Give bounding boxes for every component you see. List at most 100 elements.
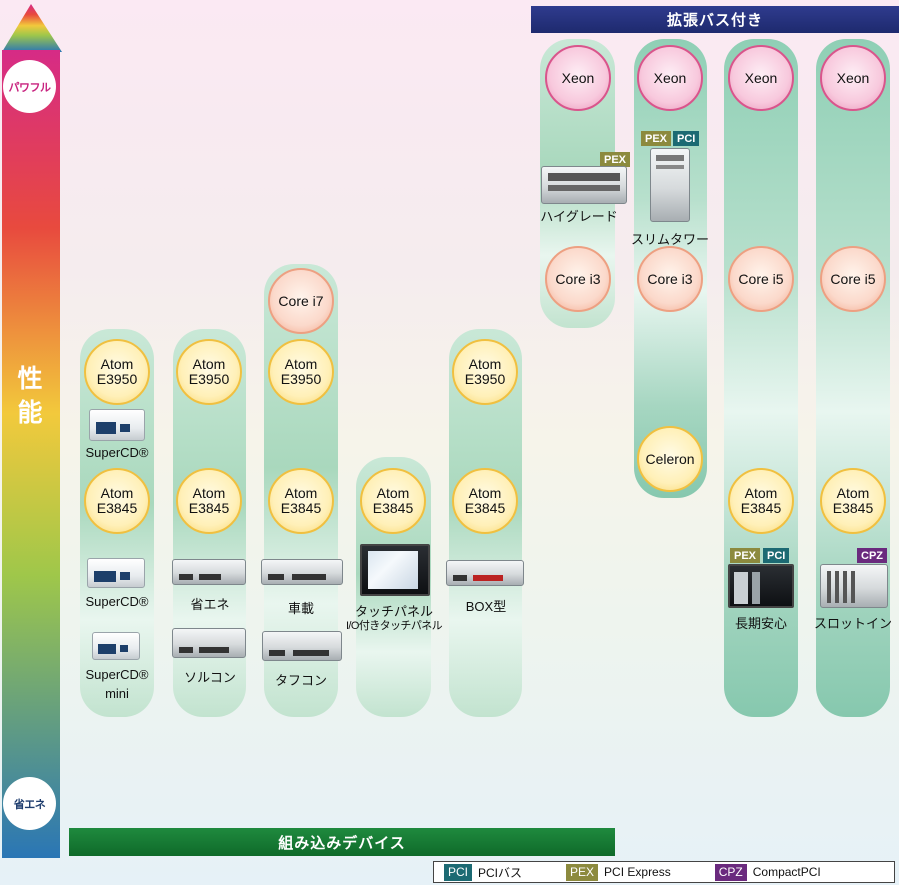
legend-pex-text: PCI Express (604, 865, 671, 879)
chip-name: Atom (468, 356, 502, 372)
performance-char-2: 能 (17, 398, 43, 427)
badge-pci: PCI (763, 548, 790, 563)
product-image-long-term[interactable] (728, 564, 794, 608)
chip-xeon[interactable]: Xeon (820, 45, 886, 111)
performance-char-1: 性 (17, 364, 43, 393)
chip-model: E3950 (464, 371, 506, 387)
chip-xeon[interactable]: Xeon (728, 45, 794, 111)
product-label-box: BOX型 (465, 599, 507, 614)
product-image-tafcon[interactable] (262, 631, 342, 661)
product-label-tafcon: タフコン (274, 673, 327, 688)
legend-cpz-text: CompactPCI (752, 865, 821, 879)
product-image-solcon[interactable] (172, 628, 246, 658)
product-image-high-grade[interactable] (541, 166, 627, 204)
chip-name: Atom (100, 356, 134, 372)
chip-name: Atom (836, 485, 870, 501)
product-image-supercd-mini[interactable] (92, 632, 140, 660)
chip-name: Core i3 (555, 270, 601, 287)
chip-celeron[interactable]: Celeron (637, 426, 703, 492)
product-label-supercd-1: SuperCD® (85, 445, 149, 460)
chip-core-i3[interactable]: Core i3 (545, 246, 611, 312)
chip-name: Core i7 (278, 292, 324, 309)
legend-cpz-badge: CPZ (714, 863, 747, 881)
product-label-supercd-mini-1: SuperCD® (85, 667, 149, 682)
product-label-supercd-2: SuperCD® (85, 594, 149, 609)
product-label-energy-saving: 省エネ (190, 597, 230, 612)
chip-name: Atom (100, 485, 134, 501)
chip-name: Xeon (653, 69, 687, 86)
badge-pex: PEX (641, 131, 672, 146)
product-label-vehicle: 車載 (287, 601, 314, 616)
chip-name: Atom (192, 485, 226, 501)
chip-name: Atom (744, 485, 778, 501)
legend-pci-badge: PCI (444, 863, 473, 881)
chip-model: E3845 (372, 500, 414, 516)
product-label-slot-in: スロットイン (813, 616, 892, 631)
product-image-touch-panel[interactable] (360, 544, 430, 596)
chip-xeon[interactable]: Xeon (637, 45, 703, 111)
chip-core-i3[interactable]: Core i3 (637, 246, 703, 312)
powerful-label: パワフル (3, 60, 56, 113)
embedded-devices-header: 組み込みデバイス (69, 828, 615, 856)
chip-name: Core i5 (738, 270, 784, 287)
energy-saving-label: 省エネ (3, 777, 56, 830)
product-label-solcon: ソルコン (184, 670, 236, 685)
chip-name: Atom (468, 485, 502, 501)
chip-model: E3950 (280, 371, 322, 387)
product-image-slim-tower[interactable] (650, 148, 690, 222)
performance-arrow (2, 4, 62, 858)
performance-axis-label: 性 能 (12, 362, 48, 430)
badge-pex: PEX (730, 548, 761, 563)
chip-name: Atom (284, 356, 318, 372)
chip-name: Xeon (561, 69, 595, 86)
chip-model: E3845 (464, 500, 506, 516)
legend: PCI PCIバス PEX PCI Express CPZ CompactPCI (433, 861, 895, 883)
chip-model: E3950 (188, 371, 230, 387)
legend-pex-badge: PEX (566, 863, 599, 881)
chip-model: E3845 (188, 500, 230, 516)
product-image-box[interactable] (446, 560, 524, 586)
chip-model: E3845 (832, 500, 874, 516)
product-image-supercd-e3845[interactable] (87, 558, 145, 588)
product-label-touch-panel: タッチパネル (354, 604, 433, 619)
product-label-slim-tower: スリムタワー (630, 232, 709, 247)
product-image-energy-saving[interactable] (172, 559, 246, 585)
chip-model: E3845 (96, 500, 138, 516)
chip-name: Xeon (744, 69, 778, 86)
chip-name: Atom (284, 485, 318, 501)
product-image-slot-in[interactable] (820, 564, 888, 608)
chip-core-i7[interactable]: Core i7 (268, 268, 334, 334)
badge-cpz: CPZ (857, 548, 887, 563)
chip-model: E3950 (96, 371, 138, 387)
chip-xeon[interactable]: Xeon (545, 45, 611, 111)
expansion-bus-header: 拡張バス付き (531, 6, 899, 33)
chip-core-i5[interactable]: Core i5 (820, 246, 886, 312)
chip-name: Core i5 (830, 270, 876, 287)
product-label-supercd-mini-2: mini (105, 686, 129, 701)
chip-name: Xeon (836, 69, 870, 86)
chip-model: E3845 (740, 500, 782, 516)
chip-core-i5[interactable]: Core i5 (728, 246, 794, 312)
product-label-long-term: 長期安心 (734, 616, 787, 631)
product-label-high-grade: ハイグレード (540, 209, 618, 224)
chip-name: Atom (376, 485, 410, 501)
badge-pex: PEX (600, 152, 631, 167)
product-image-vehicle[interactable] (261, 559, 343, 585)
chip-name: Celeron (645, 450, 695, 467)
legend-pci-text: PCIバス (478, 865, 523, 880)
chip-model: E3845 (280, 500, 322, 516)
product-label-io-touch-panel: I/O付きタッチパネル (345, 620, 443, 632)
product-image-supercd-e3950[interactable] (89, 409, 145, 441)
chip-name: Atom (192, 356, 226, 372)
